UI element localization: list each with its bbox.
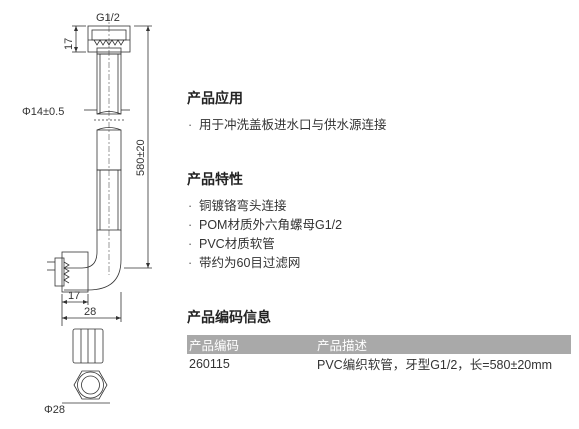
dim-length: 580±20 — [135, 139, 147, 176]
features-list: 铜镀铬弯头连接 POM材质外六角螺母G1/2 PVC材质软管 带约为60目过滤网 — [187, 197, 572, 273]
dim-diameter: Φ14±0.5 — [22, 106, 64, 118]
dim-top-nut: 17 — [63, 38, 75, 50]
thread-label: G1/2 — [96, 12, 120, 24]
application-item: 用于冲洗盖板进水口与供水源连接 — [187, 116, 572, 135]
header-code: 产品编码 — [187, 335, 315, 354]
technical-drawing: G1/2 17 Φ14±0.5 580±20 17 28 Φ28 — [22, 12, 152, 416]
application-section: 产品应用 用于冲洗盖板进水口与供水源连接 — [187, 88, 572, 135]
codes-header-row: 产品编码 产品描述 — [187, 335, 571, 354]
dim-nut-diameter: Φ28 — [44, 404, 65, 416]
features-title: 产品特性 — [187, 171, 243, 187]
cell-code: 260115 — [189, 356, 230, 371]
nut-end-view — [73, 370, 108, 400]
codes-section: 产品编码信息 产品编码 产品描述 260115 PVC编织软管，牙型G1/2，长… — [187, 307, 572, 373]
application-title: 产品应用 — [187, 90, 243, 106]
dim-width: 28 — [84, 306, 96, 318]
table-row: 260115 PVC编织软管，牙型G1/2，长=580±20mm — [187, 354, 571, 373]
elbow — [64, 230, 98, 269]
feature-item: POM材质外六角螺母G1/2 — [187, 216, 572, 235]
bottom-nut — [61, 251, 89, 293]
application-list: 用于冲洗盖板进水口与供水源连接 — [187, 116, 572, 135]
codes-table: 产品编码 产品描述 260115 PVC编织软管，牙型G1/2，长=580±20… — [187, 335, 571, 373]
header-desc: 产品描述 — [315, 335, 571, 354]
feature-item: PVC材质软管 — [187, 235, 572, 254]
features-section: 产品特性 铜镀铬弯头连接 POM材质外六角螺母G1/2 PVC材质软管 带约为6… — [187, 169, 572, 273]
cell-desc: PVC编织软管，牙型G1/2，长=580±20mm — [317, 358, 553, 372]
codes-title: 产品编码信息 — [187, 309, 271, 325]
feature-item: 带约为60目过滤网 — [187, 254, 572, 273]
dim-bottom-nut: 17 — [68, 290, 80, 302]
feature-item: 铜镀铬弯头连接 — [187, 197, 572, 216]
info-panel: 产品应用 用于冲洗盖板进水口与供水源连接 产品特性 铜镀铬弯头连接 POM材质外… — [187, 88, 572, 373]
